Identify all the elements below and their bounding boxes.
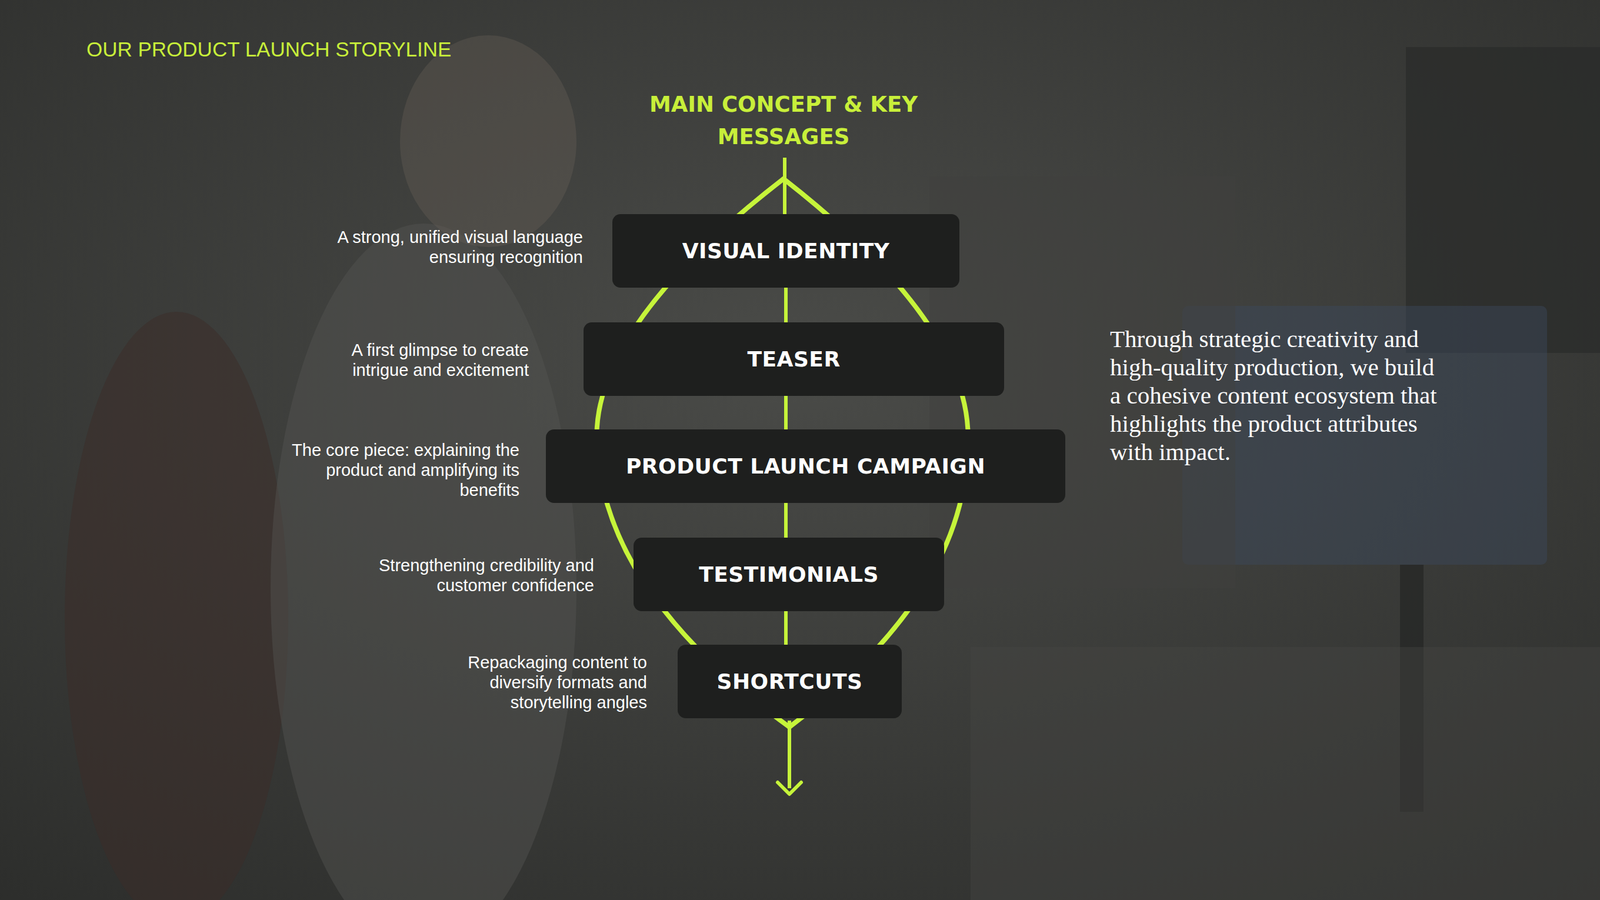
spine-connector — [784, 287, 788, 323]
stage-box: PRODUCT LAUNCH CAMPAIGN — [545, 429, 1066, 503]
stage-description: Repackaging content to diversify formats… — [429, 652, 648, 713]
summary-paragraph: Through strategic creativity and high-qu… — [1110, 324, 1440, 466]
stage-description: Strengthening credibility and customer c… — [370, 555, 595, 596]
stage-label: PRODUCT LAUNCH CAMPAIGN — [625, 454, 986, 479]
stage-box: VISUAL IDENTITY — [612, 214, 960, 288]
stage-box: TEASER — [583, 322, 1005, 396]
stage-description: A first glimpse to create intrigue and e… — [305, 340, 529, 380]
stage-label: SHORTCUTS — [717, 669, 863, 694]
stage-description: The core piece: explaining the product a… — [284, 440, 520, 500]
spine-connector — [784, 502, 788, 538]
spine-connector — [784, 611, 788, 645]
spine-connector — [784, 395, 788, 430]
stage-label: TESTIMONIALS — [698, 562, 879, 587]
stage-box: SHORTCUTS — [677, 644, 902, 719]
stage-label: TEASER — [747, 347, 840, 372]
main-concept-heading: MAIN CONCEPT & KEY MESSAGES — [607, 88, 960, 153]
stage-description: A strong, unified visual language ensuri… — [324, 227, 583, 268]
stage-label: VISUAL IDENTITY — [682, 238, 890, 263]
stage-box: TESTIMONIALS — [633, 537, 945, 612]
slide-title: OUR PRODUCT LAUNCH STORYLINE — [86, 37, 452, 62]
